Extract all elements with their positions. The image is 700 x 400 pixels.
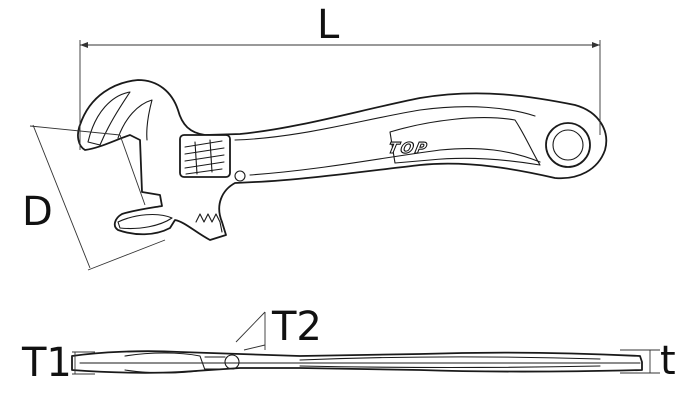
hanging-hole-inner [552, 129, 584, 161]
movable-jaw-crescent [117, 213, 173, 230]
handle-upper-contour [234, 106, 536, 141]
t2-label: T2 [271, 304, 322, 350]
fixed-jaw-inner [117, 99, 153, 141]
brand-logo: TOP [387, 139, 431, 157]
wrench-body-outline [77, 79, 608, 241]
length-dimension: L [79, 2, 601, 150]
worm-housing [179, 134, 231, 178]
handle-lower-contour [249, 147, 541, 176]
t-label: t [660, 338, 676, 384]
t2-dimension: T2 [235, 304, 322, 351]
t-dimension: t [620, 338, 676, 384]
side-jaw-slot [204, 356, 226, 370]
side-profile-outline [71, 350, 643, 374]
jaw-capacity-dimension: D [22, 124, 166, 271]
t1-label: T1 [21, 340, 72, 386]
movable-jaw-rack [195, 213, 223, 233]
wrench-side-view [71, 350, 643, 374]
wrench-top-view: TOP [77, 79, 608, 241]
jaw-capacity-label: D [22, 189, 53, 235]
side-screw [224, 354, 240, 370]
jaw-pin [234, 170, 246, 182]
handle-grip-panel [389, 117, 541, 166]
side-head-detail [124, 352, 206, 374]
hanging-hole-outer [545, 122, 591, 168]
side-handle-groove [299, 356, 601, 369]
worm-screw [184, 139, 225, 175]
length-label: L [317, 2, 340, 48]
t1-dimension: T1 [21, 340, 95, 386]
